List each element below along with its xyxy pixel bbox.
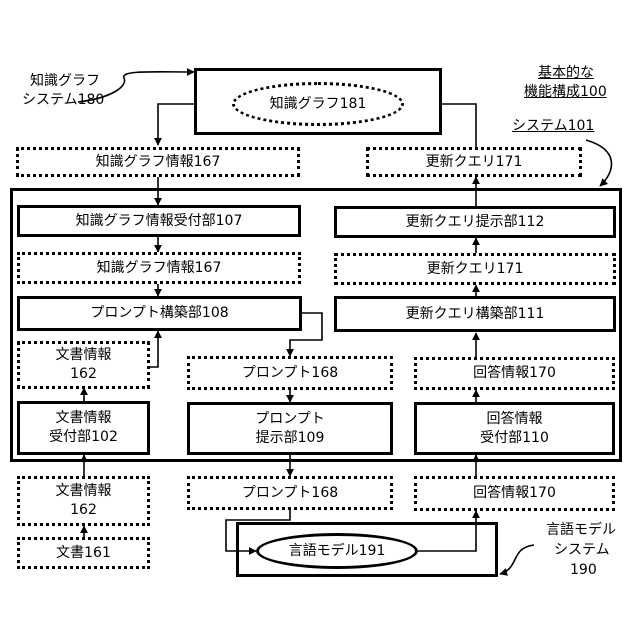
kg-info-167-top-label: 知識グラフ情報167: [96, 153, 221, 172]
kg-info-receiver-107: 知識グラフ情報受付部107: [17, 205, 301, 237]
language-model-191-ellipse: 言語モデル191: [256, 533, 418, 569]
doc-161-label: 文書161: [56, 544, 111, 563]
doc-info-162-in-line1: 文書情報: [56, 346, 112, 365]
system101-pointer: [586, 140, 612, 186]
kg-system-label-line2: システム180: [22, 91, 104, 110]
answer-info-170-in: 回答情報170: [414, 357, 615, 390]
prompt-builder-108: プロンプト構築部108: [17, 296, 302, 331]
update-query-171-mid-label: 更新クエリ171: [427, 260, 524, 279]
prompt-168-in: プロンプト168: [187, 356, 393, 390]
doc-info-162-in: 文書情報 162: [17, 341, 150, 389]
answer-info-receiver-110-line1: 回答情報: [487, 410, 543, 429]
answer-info-receiver-110: 回答情報 受付部110: [414, 402, 615, 455]
knowledge-graph-181-cylinder: 知識グラフ181: [232, 82, 404, 126]
language-model-191-label: 言語モデル191: [289, 542, 386, 561]
kg-info-167-mid-label: 知識グラフ情報167: [97, 259, 222, 278]
kg-info-167-mid: 知識グラフ情報167: [17, 252, 301, 284]
doc-info-receiver-102-line1: 文書情報: [56, 409, 112, 428]
basic-config-label-line1: 基本的な: [538, 64, 594, 83]
update-query-builder-111-label: 更新クエリ構築部111: [406, 305, 545, 324]
kg-system-label-line1: 知識グラフ: [30, 72, 100, 91]
prompt-builder-108-label: プロンプト構築部108: [90, 304, 228, 323]
update-query-171-top: 更新クエリ171: [366, 147, 582, 177]
prompt-presenter-109: プロンプト 提示部109: [187, 402, 393, 455]
basic-config-label-line2: 機能構成100: [524, 83, 607, 102]
prompt-168-out-label: プロンプト168: [242, 484, 338, 503]
lm-system-label-line1: 言語モデル: [546, 521, 616, 540]
update-query-171-mid: 更新クエリ171: [334, 253, 616, 285]
lm-system-label-line3: 190: [570, 561, 597, 580]
doc-info-162-out-line1: 文書情報: [56, 482, 112, 501]
update-query-builder-111: 更新クエリ構築部111: [334, 296, 616, 332]
doc-info-receiver-102-line2: 受付部102: [49, 428, 118, 447]
prompt-168-in-label: プロンプト168: [242, 364, 338, 383]
doc-info-162-out-line2: 162: [70, 501, 97, 520]
update-query-presenter-112-label: 更新クエリ提示部112: [406, 213, 545, 232]
prompt-168-out: プロンプト168: [187, 476, 393, 510]
kg-info-167-top: 知識グラフ情報167: [16, 147, 300, 177]
doc-info-162-in-line2: 162: [70, 365, 97, 384]
doc-161: 文書161: [17, 537, 150, 569]
answer-info-170-out: 回答情報170: [414, 476, 615, 511]
doc-info-receiver-102: 文書情報 受付部102: [17, 401, 150, 455]
knowledge-graph-181-label: 知識グラフ181: [270, 95, 367, 114]
doc-info-162-out: 文書情報 162: [17, 476, 150, 526]
prompt-presenter-109-line2: 提示部109: [256, 429, 325, 448]
answer-info-170-out-label: 回答情報170: [473, 484, 556, 503]
update-query-presenter-112: 更新クエリ提示部112: [334, 206, 616, 238]
answer-info-170-in-label: 回答情報170: [473, 364, 556, 383]
update-query-171-top-label: 更新クエリ171: [426, 153, 523, 172]
lm-system-label-line2: システム: [554, 541, 610, 560]
system-101-label: システム101: [512, 117, 594, 136]
prompt-presenter-109-line1: プロンプト: [255, 410, 325, 429]
lm-system-pointer: [500, 545, 534, 574]
kg-info-receiver-107-label: 知識グラフ情報受付部107: [76, 212, 243, 231]
answer-info-receiver-110-line2: 受付部110: [480, 429, 549, 448]
